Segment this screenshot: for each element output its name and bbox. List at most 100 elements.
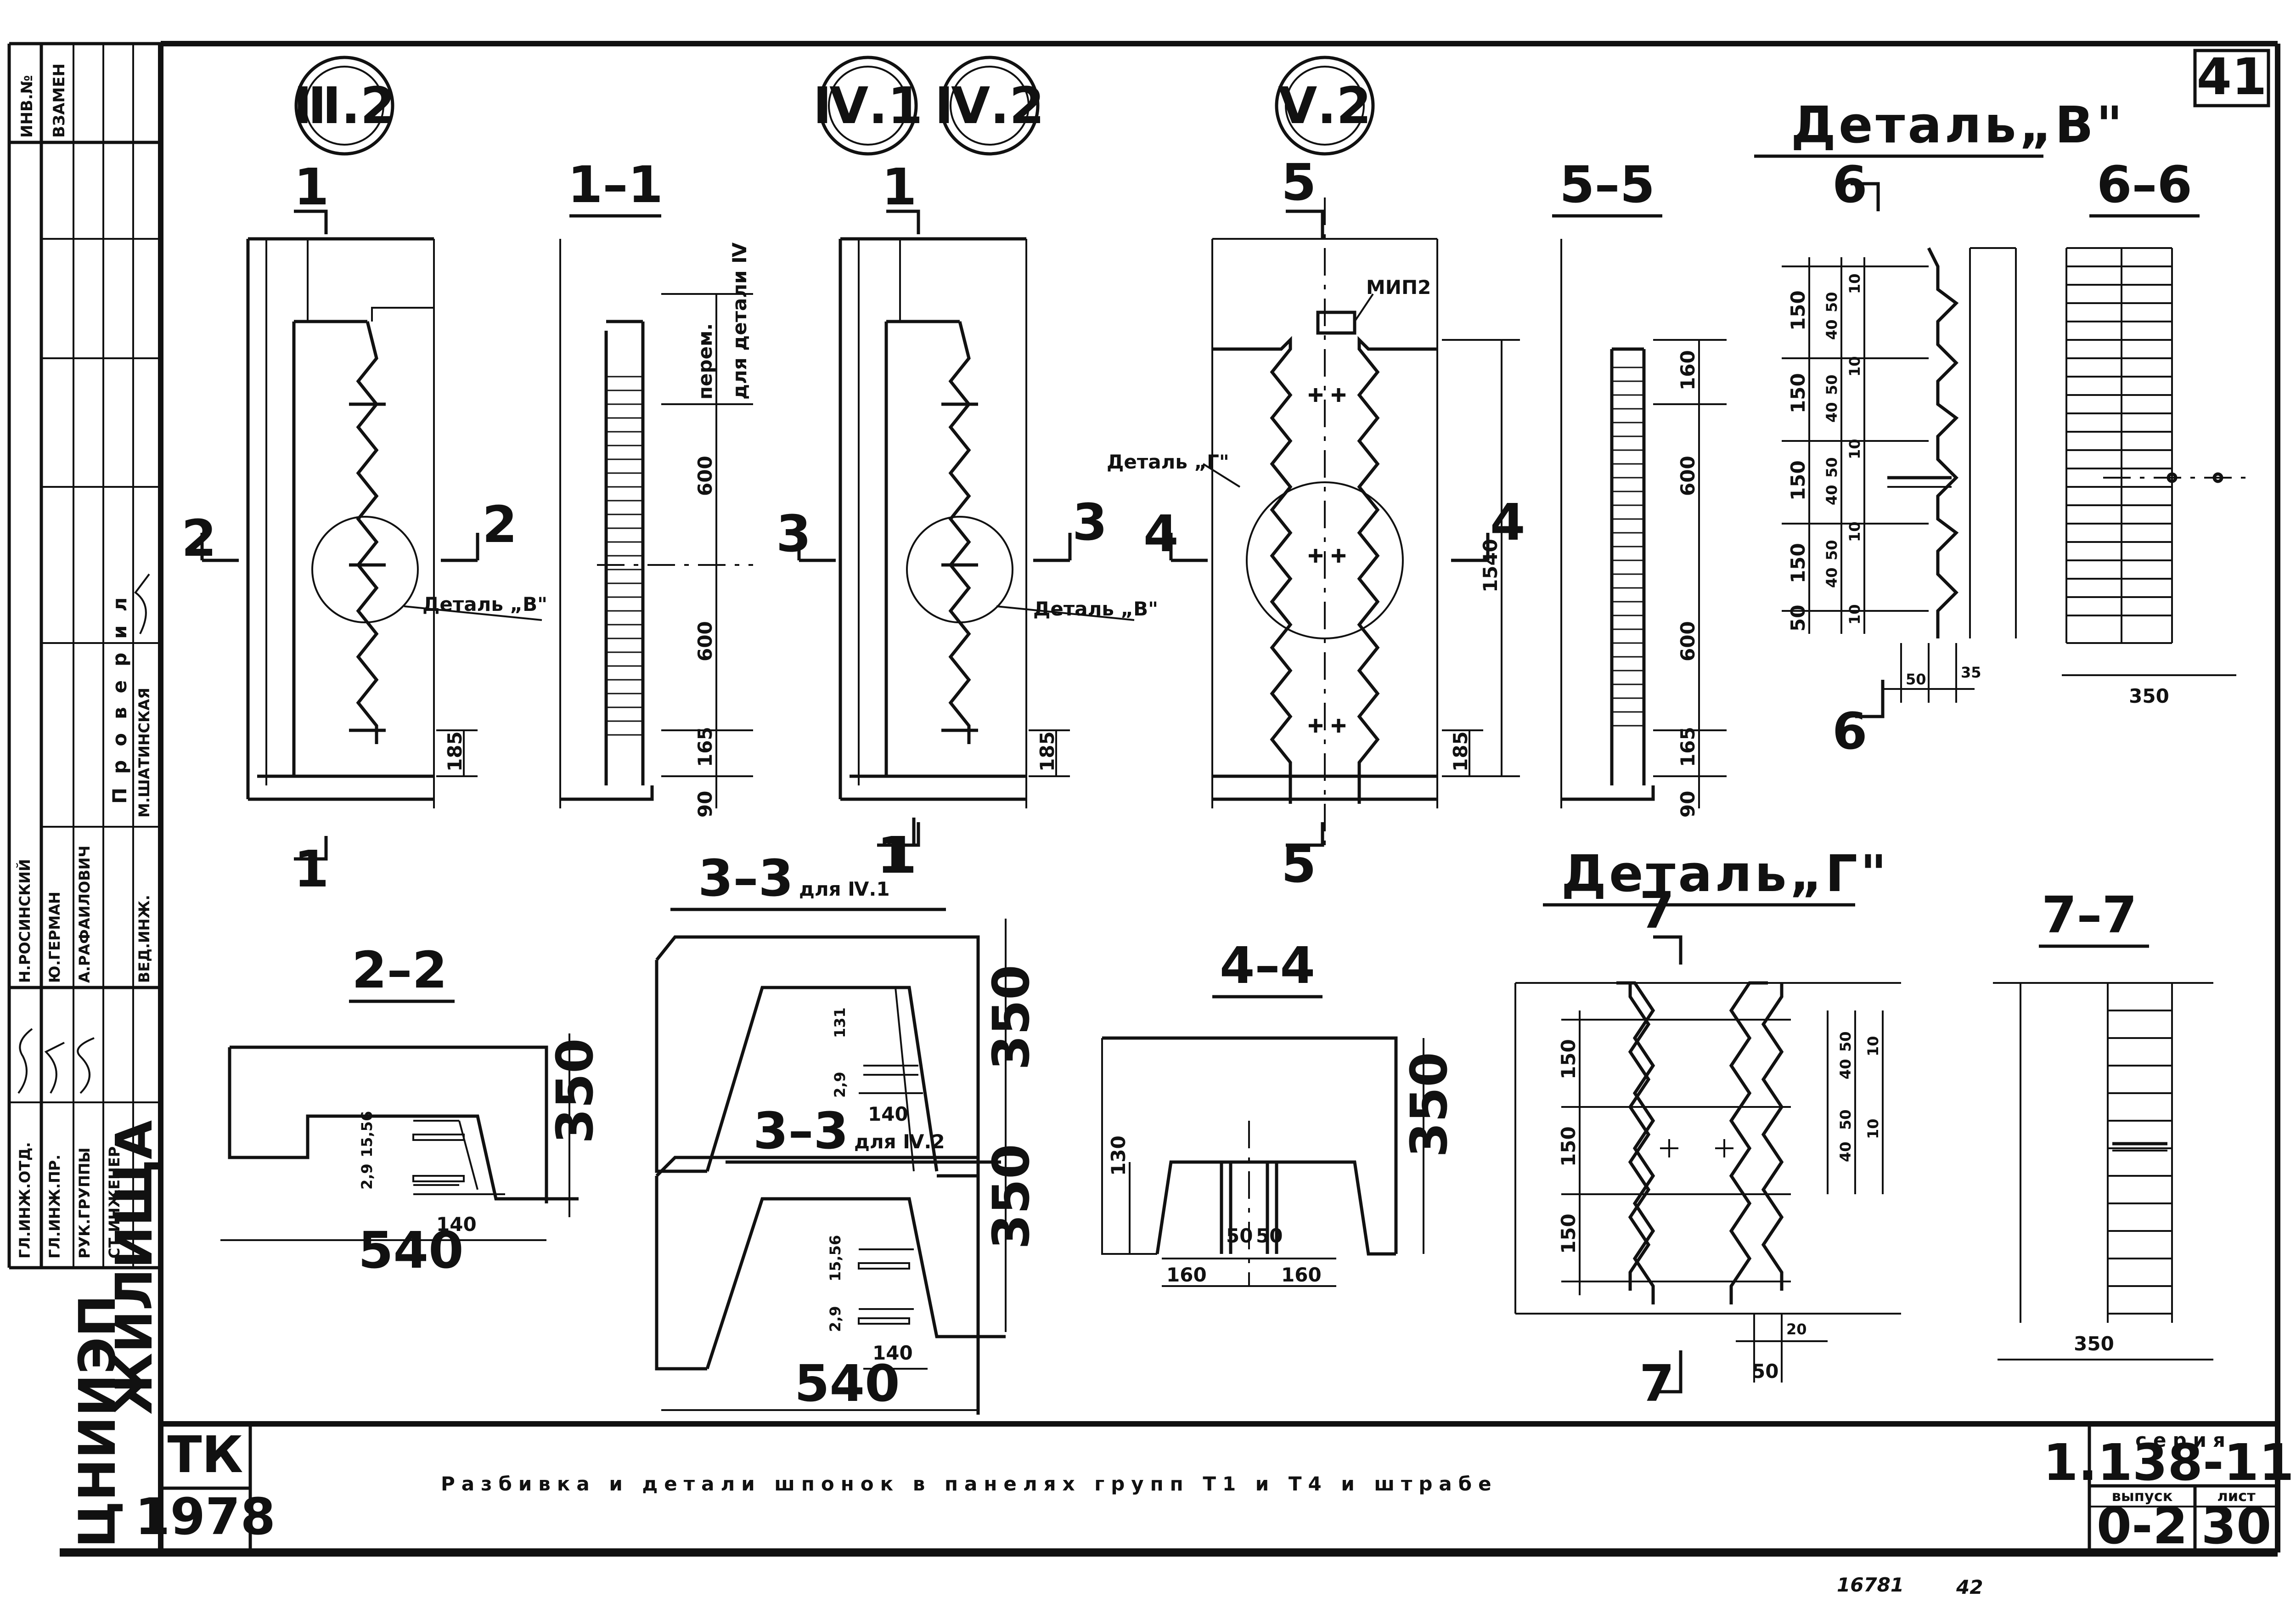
cut-mark-3-right: 3 — [1072, 493, 1108, 552]
svg-text:15,56: 15,56 — [358, 1111, 376, 1157]
svg-text:Ⅳ.1: Ⅳ.1 — [813, 76, 923, 135]
svg-text:50: 50 — [1752, 1360, 1778, 1383]
svg-text:350: 350 — [2129, 685, 2169, 707]
svg-text:140: 140 — [868, 1103, 908, 1125]
svg-text:40: 40 — [1823, 485, 1840, 505]
svg-text:140: 140 — [436, 1213, 477, 1236]
archive-number: 16781 — [1837, 1574, 1904, 1596]
cut-mark-1-section: 1 — [877, 826, 912, 885]
svg-text:15,56: 15,56 — [827, 1235, 844, 1281]
svg-text:50: 50 — [1823, 292, 1840, 312]
elevation-iii2: Деталь „В" 185 1 1 2 2 — [181, 158, 547, 898]
marker-iv2: Ⅳ.2 — [934, 56, 1045, 156]
svg-text:600: 600 — [694, 621, 716, 661]
svg-text:40: 40 — [1823, 319, 1840, 340]
svg-text:185: 185 — [1036, 731, 1058, 772]
svg-text:540: 540 — [358, 1221, 464, 1280]
title-code: ТК — [168, 1425, 243, 1484]
signature-1 — [17, 1028, 33, 1094]
svg-text:40: 40 — [1837, 1059, 1854, 1079]
zamen-label: ВЗАМЕН — [50, 63, 68, 138]
marker-iv1: Ⅳ.1 — [813, 56, 923, 156]
svg-text:50: 50 — [1787, 605, 1809, 632]
svg-text:50: 50 — [1823, 457, 1840, 478]
svg-text:перем.: перем. — [694, 323, 716, 400]
signature-3 — [77, 1037, 95, 1094]
svg-text:50: 50 — [1226, 1225, 1253, 1247]
check-label: Проверил — [108, 584, 131, 804]
sheet-number-box: 41 — [2193, 47, 2270, 107]
section-5-5: 5–5 — [1552, 155, 1727, 818]
section-1-1: 1–1 — [559, 155, 753, 818]
svg-text:1–1: 1–1 — [568, 155, 663, 214]
svg-text:130: 130 — [1107, 1135, 1130, 1176]
detail-b: Деталь„В" 150 150 150 150 50 50 40 50 40… — [1754, 96, 2122, 761]
svg-text:350: 350 — [982, 965, 1041, 1070]
svg-text:5–5: 5–5 — [1559, 155, 1655, 214]
left-stamp: ИНВ.№ ВЗАМЕН Проверил ГЛ.ИНЖ.ОТД. ГЛ.ИНЖ… — [7, 42, 163, 1548]
stamp-role-3: РУК.ГРУППЫ — [76, 1147, 93, 1259]
svg-text:50: 50 — [1256, 1225, 1283, 1247]
svg-text:10: 10 — [1864, 1118, 1882, 1139]
marker-v2: Ⅴ.2 — [1275, 56, 1375, 156]
title-year: 1978 — [135, 1487, 276, 1546]
sheet-number: 41 — [2196, 47, 2267, 106]
svg-text:90: 90 — [694, 791, 716, 818]
cut-mark-6-bottom: 6 — [1832, 702, 1868, 761]
svg-text:350: 350 — [982, 1144, 1041, 1249]
svg-text:для Ⅳ.1: для Ⅳ.1 — [799, 878, 890, 900]
signature-5 — [134, 573, 150, 634]
stamp-role-5: ВЕД.ИНЖ. — [135, 895, 153, 983]
cut-mark-1-bottom: 1 — [294, 840, 329, 898]
issue-label: выпуск — [2112, 1487, 2173, 1505]
svg-text:160: 160 — [1281, 1264, 1322, 1286]
svg-text:2,9: 2,9 — [831, 1072, 849, 1098]
cut-mark-7-bottom: 7 — [1639, 1354, 1675, 1413]
svg-text:150: 150 — [1787, 460, 1809, 501]
elevation-iv: Деталь „В" 185 1 1 3 3 — [776, 158, 1158, 885]
svg-text:150: 150 — [1557, 1214, 1580, 1254]
svg-text:50: 50 — [1837, 1031, 1854, 1052]
svg-text:150: 150 — [1557, 1039, 1580, 1079]
detail-g: Деталь„Г" 150 150 150 50 40 50 40 10 10 … — [1514, 844, 1901, 1413]
cut-mark-7-top: 7 — [1639, 881, 1675, 940]
series-number: 1.138-11с — [2043, 1433, 2296, 1492]
svg-text:Ⅲ.2: Ⅲ.2 — [293, 76, 395, 135]
svg-text:для Ⅳ.2: для Ⅳ.2 — [854, 1130, 945, 1153]
cut-mark-2-right: 2 — [482, 495, 518, 554]
svg-text:185: 185 — [444, 731, 466, 772]
svg-text:600: 600 — [1677, 456, 1699, 496]
svg-text:2,9: 2,9 — [358, 1163, 376, 1190]
svg-text:3–3: 3–3 — [698, 849, 793, 908]
svg-text:150: 150 — [1787, 543, 1809, 583]
svg-text:600: 600 — [694, 456, 716, 496]
marker-iii2: Ⅲ.2 — [293, 56, 395, 156]
series-label: серия — [2135, 1429, 2232, 1451]
inv-label: ИНВ.№ — [18, 75, 36, 138]
svg-text:2–2: 2–2 — [352, 941, 447, 999]
section-5-5-hatch — [1613, 367, 1643, 727]
svg-text:40: 40 — [1823, 567, 1840, 588]
svg-text:600: 600 — [1677, 621, 1699, 661]
svg-text:10: 10 — [1846, 273, 1863, 294]
svg-text:50: 50 — [1823, 374, 1840, 395]
svg-text:35: 35 — [1961, 664, 1981, 681]
section-3-3-iv1: 3–3 для Ⅳ.1 350 140 131 2,9 1 — [655, 818, 1041, 1178]
svg-text:165: 165 — [1677, 727, 1699, 767]
sheet-label: лист — [2217, 1487, 2256, 1505]
mip-label: МИП2 — [1366, 276, 1431, 299]
detail-g-title: Деталь„Г" — [1561, 844, 1889, 903]
sheet-title: Разбивка и детали шпонок в панелях групп… — [441, 1473, 1498, 1495]
svg-text:50: 50 — [1837, 1109, 1854, 1130]
section-2-2: 2–2 350 540 140 2,9 15,56 — [220, 941, 604, 1280]
section-6-6: 6–6 350 — [2062, 155, 2250, 707]
stamp-name-5: М.ШАТИНСКАЯ — [135, 688, 153, 818]
callout-v1: Деталь „В" — [422, 593, 547, 615]
svg-text:50: 50 — [1906, 671, 1926, 688]
callout-g: Деталь „Г" — [1107, 451, 1229, 473]
svg-text:90: 90 — [1677, 791, 1699, 818]
svg-text:10: 10 — [1846, 356, 1863, 377]
svg-text:131: 131 — [831, 1007, 849, 1038]
svg-text:7–7: 7–7 — [2042, 886, 2137, 944]
